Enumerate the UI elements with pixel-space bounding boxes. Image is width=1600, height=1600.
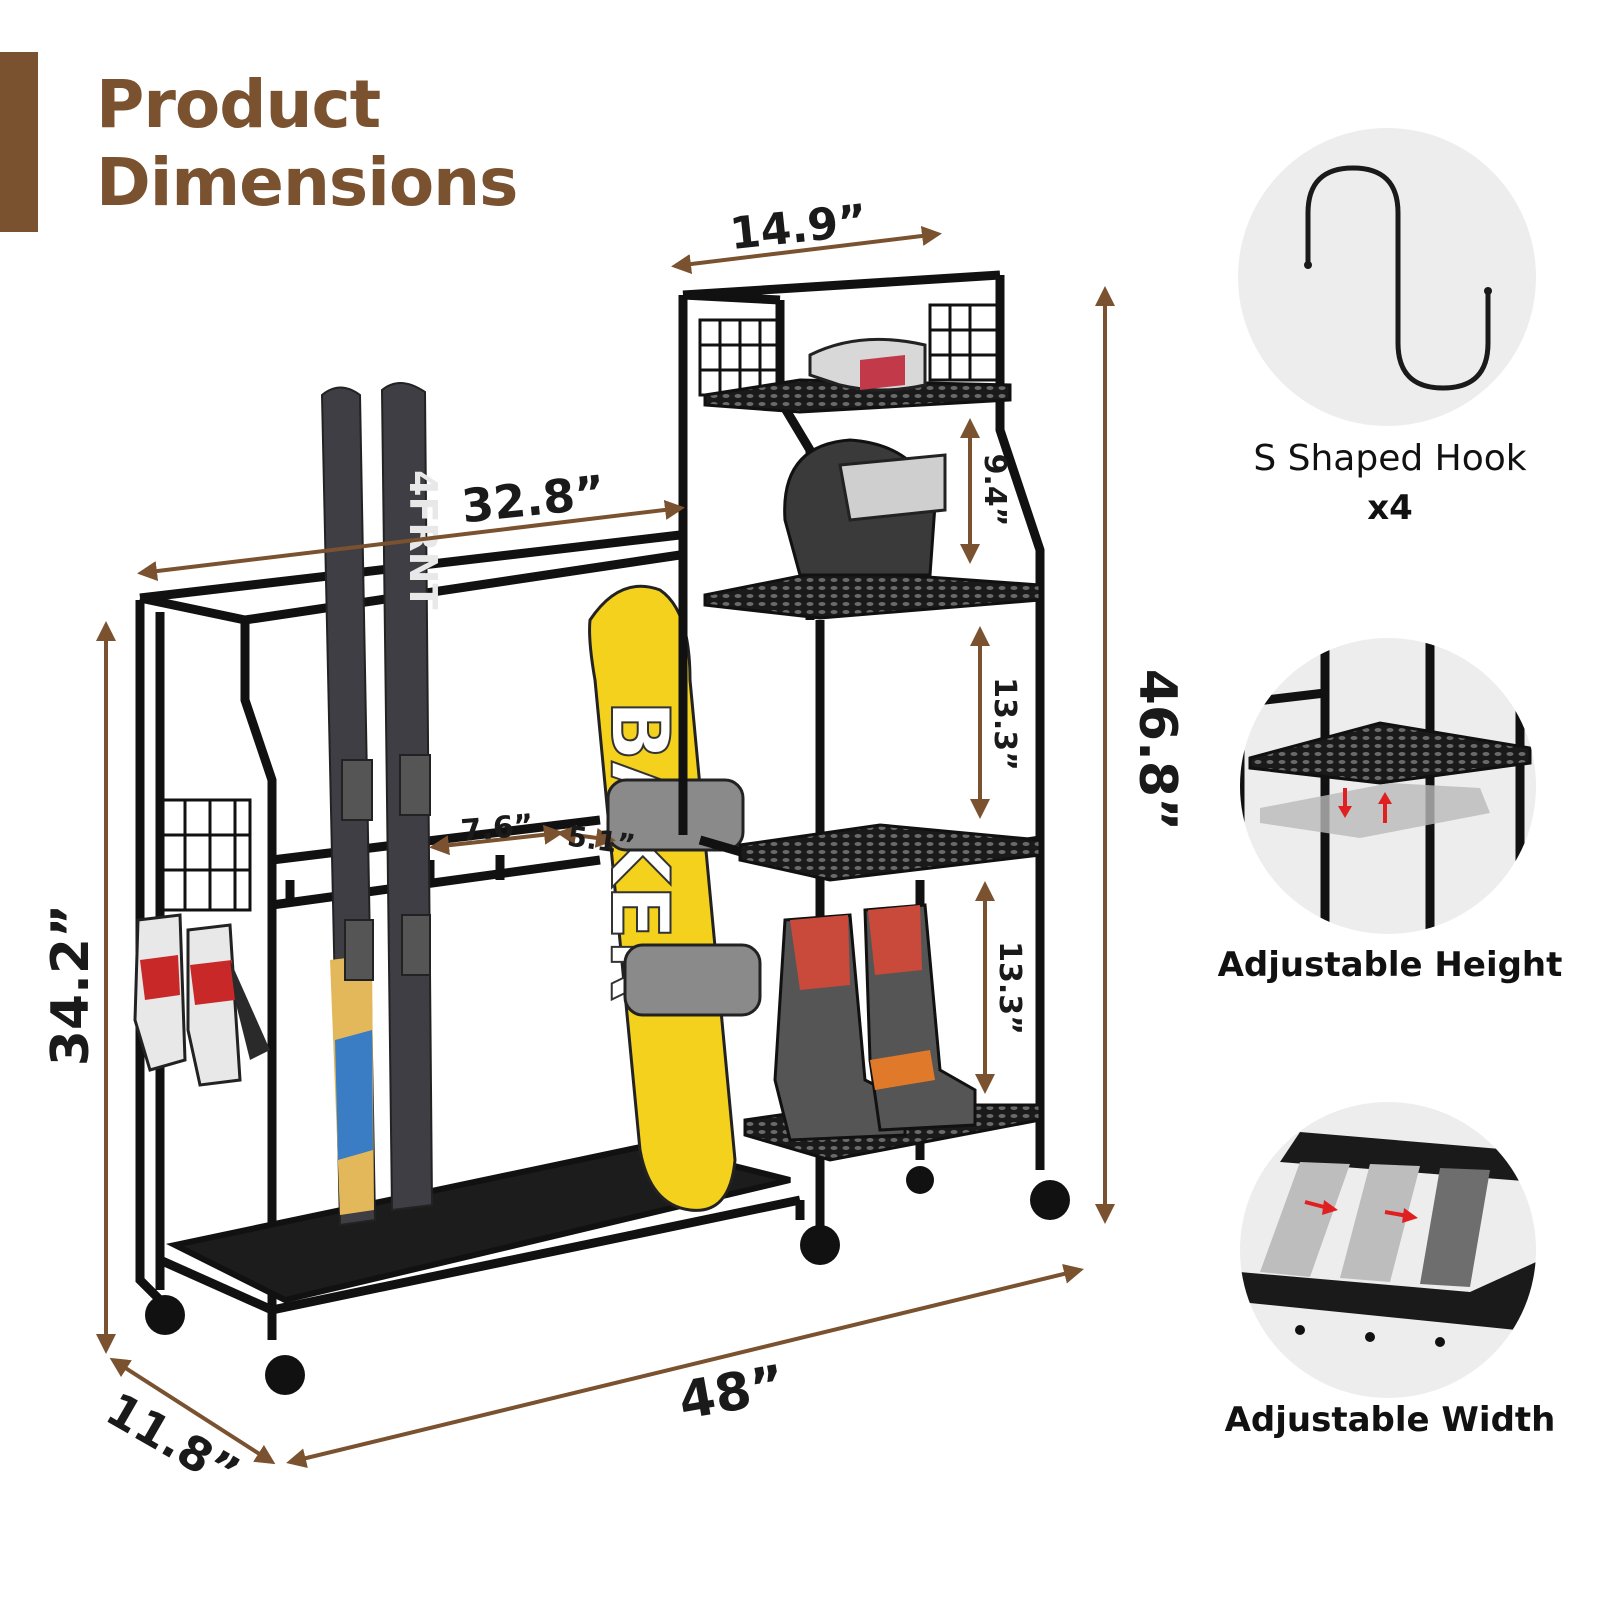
dim-total-height: 46.8”: [1127, 669, 1187, 831]
width-label: Adjustable Width: [1224, 1400, 1556, 1440]
right-arrow-icon: [1304, 1200, 1338, 1215]
s-hook-icon: [1304, 165, 1492, 391]
title-line-2: Dimensions: [96, 144, 518, 221]
hook-quantity: x4: [1367, 488, 1413, 528]
adjustable-height-illustration: [1240, 638, 1532, 934]
snowboard: BAKER: [588, 584, 762, 1212]
dim-shelf-gap-bottom: 13.3”: [992, 941, 1027, 1035]
dimension-lines: [96, 226, 1115, 1468]
side-basket: [158, 798, 252, 912]
dim-low-height: 34.2”: [41, 904, 101, 1066]
height-label: Adjustable Height: [1217, 945, 1563, 985]
title-accent-bar: [0, 52, 38, 232]
bottom-tray: [165, 1141, 791, 1304]
top-basket: [698, 303, 1002, 397]
dim-depth-top: 32.8”: [459, 465, 608, 534]
width-feature-circle: [1240, 1102, 1536, 1398]
dim-shelf-gap-mid: 13.3”: [987, 677, 1022, 771]
up-arrow-icon: [1378, 792, 1392, 823]
adjustable-width-illustration: [1240, 1132, 1536, 1347]
down-arrow-icon: [1338, 788, 1352, 818]
dim-slot-width: 7.6”: [459, 808, 535, 849]
dim-top-width: 14.9”: [727, 195, 869, 260]
page-title: Product Dimensions: [96, 66, 518, 222]
shelf-3: [738, 823, 1042, 882]
right-arrow-icon: [1384, 1208, 1418, 1223]
hook-feature-circle: [1238, 128, 1536, 426]
helmet: [783, 438, 947, 577]
skis: 4FRNT: [320, 382, 445, 1227]
gloves: [133, 913, 270, 1087]
hook-label: S Shaped Hook: [1253, 438, 1527, 479]
shelf-2: [703, 568, 1042, 620]
title-line-1: Product: [96, 66, 381, 143]
dim-shelf-gap-top: 9.4”: [977, 454, 1012, 527]
shelf-top: [703, 378, 1012, 414]
ski-boots: [773, 903, 977, 1142]
height-feature-circle: [1240, 638, 1536, 934]
goggles: [808, 337, 927, 392]
